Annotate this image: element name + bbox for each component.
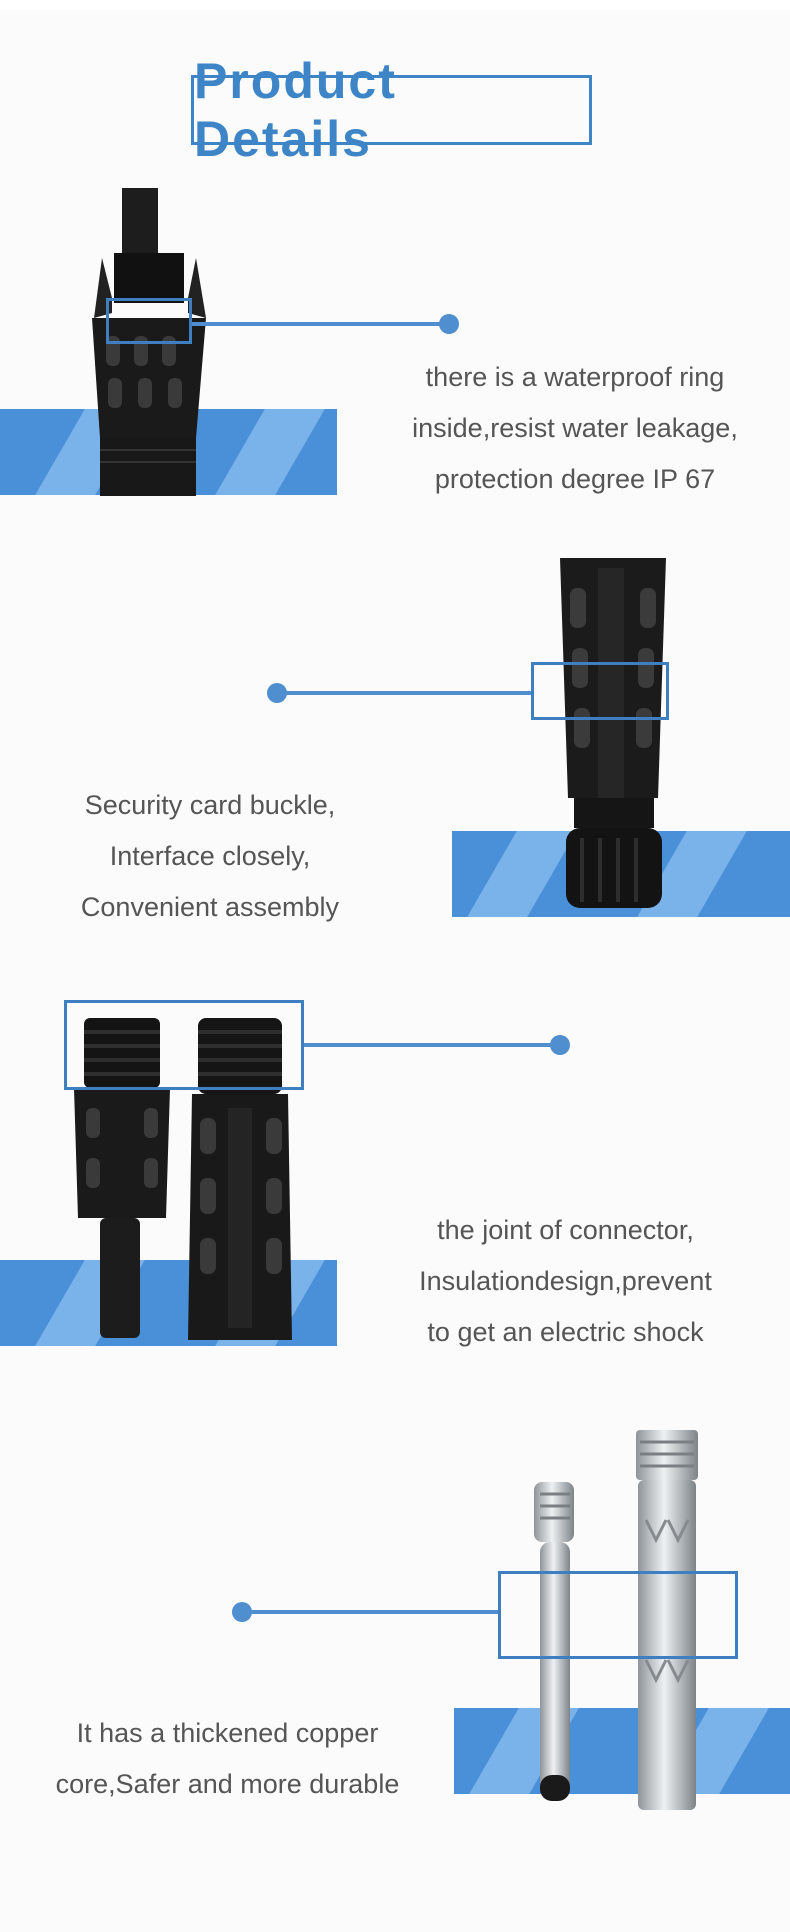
section-description: It has a thickened copper core,Safer and… [20,1708,435,1810]
callout-dot [232,1602,252,1622]
callout-dot [439,314,459,334]
callout-dot [267,683,287,703]
highlight-box [531,662,669,720]
callout-line [304,1043,560,1047]
callout-line [242,1610,498,1614]
metal-pin-icon [534,1430,698,1810]
section-connector-joint: the joint of connector, Insulationdesign… [0,960,790,1380]
description-line: It has a thickened copper [76,1718,379,1748]
page-title: Product Details [194,53,397,167]
section-description: there is a waterproof ring inside,resist… [380,352,770,505]
highlight-box [498,1571,738,1659]
callout-line [192,322,448,326]
description-line: Security card buckle, [84,790,336,820]
description-line: Convenient assembly [80,892,340,922]
section-copper-core: It has a thickened copper core,Safer and… [0,1380,790,1932]
description-line: protection degree IP 67 [434,464,716,494]
description-line: the joint of connector, [437,1215,694,1245]
section-description: the joint of connector, Insulationdesign… [378,1205,753,1358]
connector-icon [560,558,666,908]
description-line: Interface closely, [109,841,311,871]
blue-banner [454,1708,790,1794]
section-description: Security card buckle, Interface closely,… [20,780,400,933]
highlight-box [64,1000,304,1090]
description-line: there is a waterproof ring [425,362,725,392]
section-card-buckle: Security card buckle, Interface closely,… [0,540,790,960]
connector-pair-icon [74,1018,292,1340]
callout-dot [550,1035,570,1055]
connector-icon [92,188,206,496]
description-line: Insulationdesign,prevent [419,1266,712,1296]
callout-line [276,691,531,695]
description-line: inside,resist water leakage, [412,413,738,443]
title-frame: Product Details [191,53,592,167]
description-line: to get an electric shock [427,1317,704,1347]
description-line: core,Safer and more durable [55,1769,400,1799]
section-waterproof-ring: there is a waterproof ring inside,resist… [0,0,790,540]
banner-stripe [215,409,325,495]
highlight-box [106,298,192,344]
